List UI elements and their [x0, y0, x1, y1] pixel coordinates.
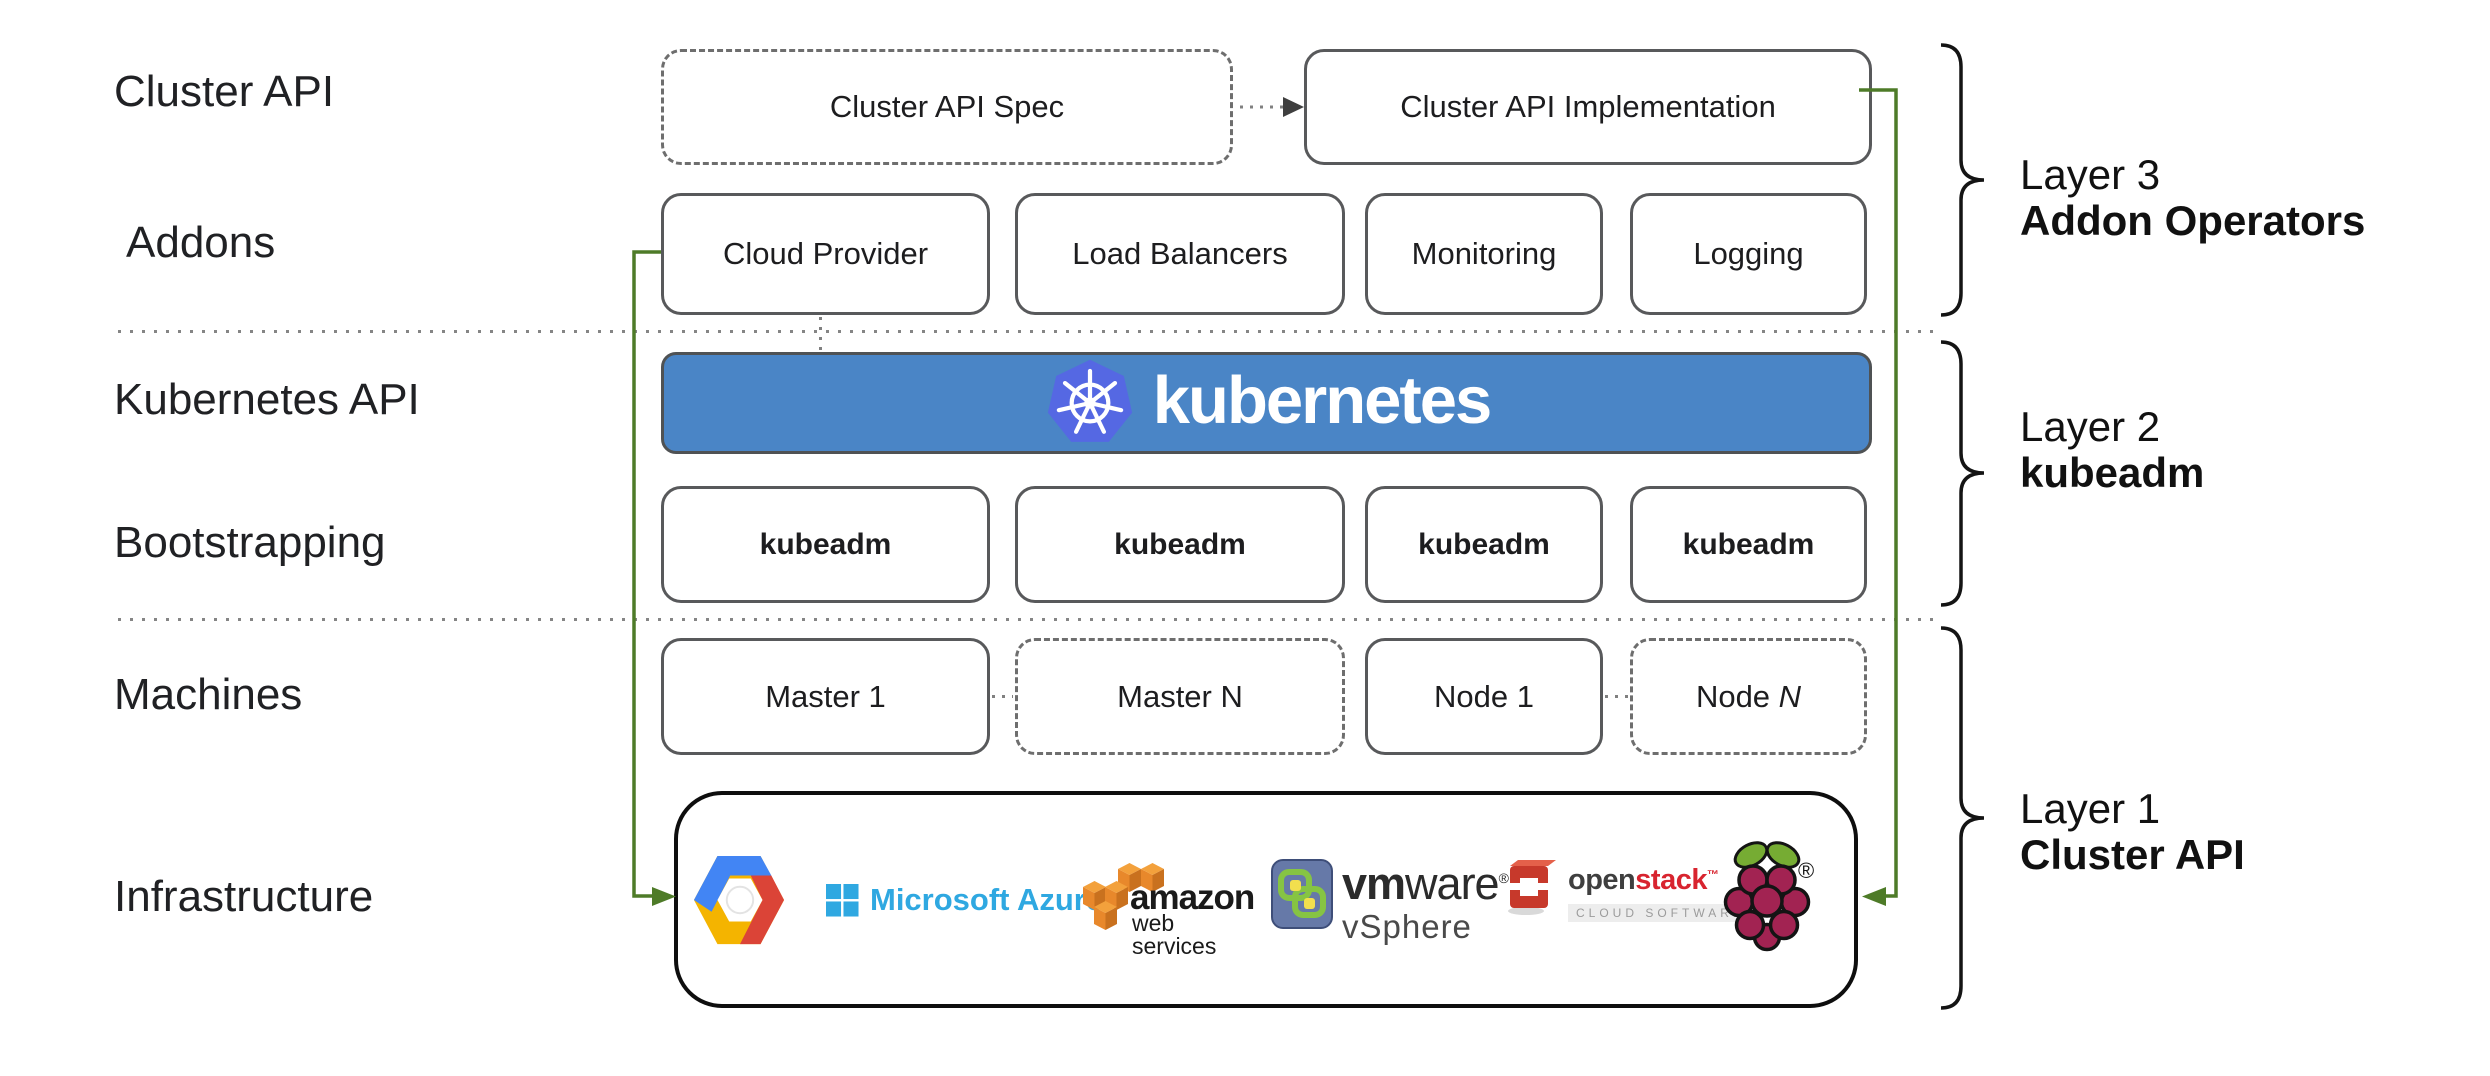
cluster-api-implementation-box: Cluster API Implementation: [1304, 49, 1872, 165]
layer-3-annotation: Layer 3 Addon Operators: [2020, 152, 2480, 244]
vmware-vsphere-logo: vmware® vSphere: [1271, 858, 1509, 945]
machine-label: Master N: [1117, 678, 1243, 714]
layer-3-title: Layer 3: [2020, 151, 2161, 198]
microsoft-logo-icon: [826, 883, 859, 917]
openstack-subtext: CLOUD SOFTWARE: [1568, 904, 1753, 922]
addon-label: Load Balancers: [1072, 236, 1288, 271]
layer-2-bracket: [1940, 340, 1985, 607]
addon-label: Monitoring: [1411, 236, 1557, 271]
vmware-wordmark: vmware®: [1342, 858, 1509, 909]
machine-box-node-1: Node 1: [1365, 638, 1603, 755]
raspberry-registered-mark: ®: [1798, 858, 1815, 883]
green-line-left: [632, 250, 661, 898]
layer-1-bracket: [1940, 626, 1985, 1010]
aws-subtext: web services: [1132, 910, 1217, 959]
kubeadm-label: kubeadm: [1114, 527, 1246, 561]
vsphere-logo-icon: [1271, 859, 1333, 943]
vmware-wordmark-rest: ware: [1405, 858, 1500, 909]
machine-label: Node: [1695, 678, 1779, 714]
kubernetes-wordmark: kubernetes: [1152, 362, 1492, 438]
addon-box-cloud-provider: Cloud Provider: [661, 193, 990, 315]
kubernetes-banner: kubernetes: [661, 352, 1872, 454]
layer-2-title: Layer 2: [2020, 403, 2161, 450]
machine-box-node-n: Node N: [1630, 638, 1867, 755]
azure-wordmark: Microsoft Azure: [870, 882, 1104, 917]
green-arrowhead-right-icon: [1862, 887, 1886, 906]
cluster-api-spec-label: Cluster API Spec: [829, 89, 1065, 124]
kubeadm-box-4: kubeadm: [1630, 486, 1867, 603]
layer-3-bracket: [1940, 43, 1985, 317]
addon-box-load-balancers: Load Balancers: [1015, 193, 1345, 315]
infrastructure-box: [674, 791, 1858, 1008]
row-label-cluster-api: Cluster API: [114, 67, 335, 116]
spec-to-impl-arrowhead-icon: [1283, 97, 1304, 117]
openstack-logo: openstack™ CLOUD SOFTWARE: [1506, 858, 1753, 922]
machine-label-suffix: N: [1778, 678, 1802, 714]
machine-box-master-1: Master 1: [661, 638, 990, 755]
layer-2-subtitle: kubeadm: [2020, 449, 2205, 496]
kubeadm-box-1: kubeadm: [661, 486, 990, 603]
openstack-wordmark: openstack™: [1568, 864, 1719, 896]
addon-box-logging: Logging: [1630, 193, 1867, 315]
cluster-api-spec-box: Cluster API Spec: [661, 49, 1233, 165]
amazon-wordmark: amazon: [1130, 878, 1255, 917]
raspberry-pi-logo-icon: ®: [1722, 838, 1814, 954]
machine-label: Master 1: [765, 678, 886, 714]
openstack-wordmark-stack: stack: [1635, 864, 1707, 896]
aws-logo: amazon web services: [1081, 858, 1256, 958]
machine-label: Node 1: [1434, 678, 1534, 714]
kubeadm-box-2: kubeadm: [1015, 486, 1345, 603]
layer-2-annotation: Layer 2 kubeadm: [2020, 404, 2480, 496]
openstack-tm-mark: ™: [1706, 867, 1719, 882]
vsphere-label: vSphere: [1342, 908, 1472, 945]
kubeadm-label: kubeadm: [1418, 527, 1550, 561]
openstack-logo-icon: [1506, 858, 1556, 922]
row-label-machines: Machines: [114, 670, 303, 719]
row-label-infrastructure: Infrastructure: [114, 872, 374, 921]
kubeadm-box-3: kubeadm: [1365, 486, 1603, 603]
kubernetes-logo-icon: [1043, 356, 1137, 450]
vmware-wordmark-bold: vm: [1342, 858, 1406, 909]
addon-label: Logging: [1693, 236, 1804, 271]
layer-1-annotation: Layer 1 Cluster API: [2020, 786, 2480, 878]
row-label-bootstrapping: Bootstrapping: [114, 518, 386, 567]
row-label-addons: Addons: [126, 218, 276, 267]
openstack-wordmark-open: open: [1568, 864, 1636, 896]
addon-box-monitoring: Monitoring: [1365, 193, 1603, 315]
machine-box-master-n: Master N: [1015, 638, 1345, 755]
layer-1-subtitle: Cluster API: [2020, 831, 2245, 878]
layer-1-title: Layer 1: [2020, 785, 2161, 832]
cluster-api-implementation-label: Cluster API Implementation: [1400, 89, 1776, 124]
kubeadm-label: kubeadm: [759, 527, 892, 561]
addon-label: Cloud Provider: [722, 236, 929, 271]
microsoft-azure-logo: Microsoft Azure: [826, 882, 1103, 918]
green-arrowhead-left-icon: [652, 887, 676, 906]
kubeadm-label: kubeadm: [1682, 527, 1815, 561]
row-label-kubernetes-api: Kubernetes API: [114, 375, 420, 424]
layer-3-subtitle: Addon Operators: [2020, 197, 2366, 244]
google-cloud-logo-icon: [692, 851, 786, 949]
vmware-registered-mark: ®: [1498, 870, 1509, 886]
